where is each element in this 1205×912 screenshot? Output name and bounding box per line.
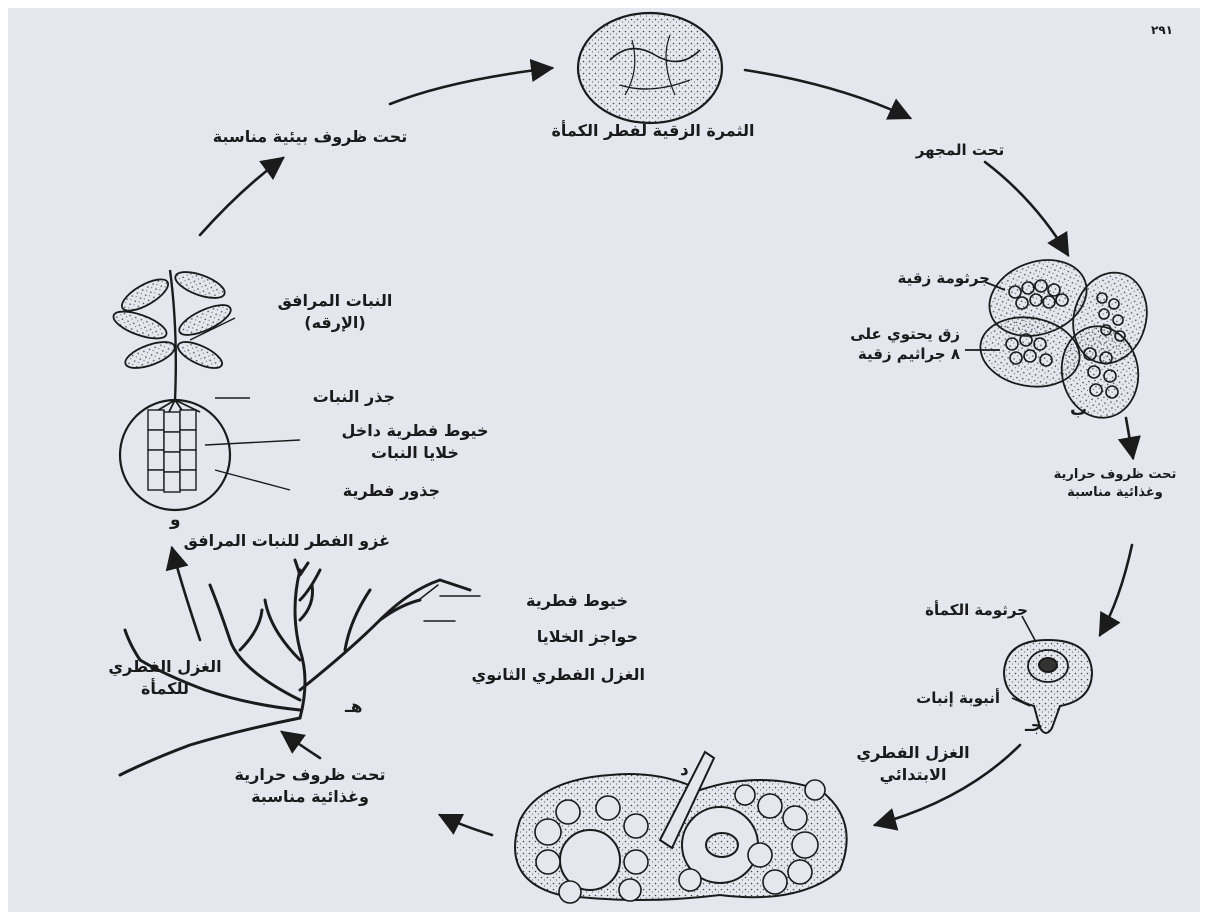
page-number: ٢٩١ <box>1151 22 1173 38</box>
label-secondary-mycelium: الغزل الفطري الثانوي <box>405 664 645 686</box>
stage-letter-j: جـ <box>1025 716 1043 736</box>
label-host-plant-line2: (الإرقه) <box>255 312 415 334</box>
label-truffle-spore: جرثومة الكمأة <box>900 600 1028 620</box>
label-hyphae-in-cells-line1: خيوط فطرية داخل <box>300 420 530 442</box>
germinating-spore-drawing <box>1004 616 1092 733</box>
label-thermal-nutrition-2: تحت ظروف حرارية وغذائية مناسبة <box>220 764 400 807</box>
label-under-microscope: تحت المجهر <box>905 140 1015 160</box>
arrow-asci-to-conditions <box>1126 418 1133 458</box>
arrow-conditions-to-spore <box>1100 545 1132 635</box>
arrow-ascocarp-to-microscope <box>745 70 910 118</box>
label-germ-tube: أنبوبة إنبات <box>860 688 1000 708</box>
label-invasion: غزو الفطر للنبات المرافق <box>70 530 390 552</box>
arrow-mycelium-to-invasion <box>172 548 200 640</box>
label-truffle-mycelium-line2: للكمأة <box>100 678 230 700</box>
label-ascospore: جرثومة زقية <box>880 268 990 288</box>
arrow-conditions2-to-mycelium <box>282 732 320 758</box>
label-thermal-nutrition-2-line2: وغذائية مناسبة <box>220 786 400 808</box>
stage-letter-w: و <box>170 510 181 530</box>
ascocarp-drawing <box>578 13 722 123</box>
arrow-plant-to-env <box>200 158 283 235</box>
label-thermal-nutrition-2-line1: تحت ظروف حرارية <box>220 764 400 786</box>
label-truffle-mycelium-line1: الغزل الفطري <box>100 656 230 678</box>
label-hyphae: خيوط فطرية <box>478 590 628 612</box>
arrow-primary-to-conditions2 <box>440 815 492 835</box>
label-plant-root: جذر النبات <box>250 386 395 408</box>
stage-letter-d: د <box>680 760 689 780</box>
label-host-plant: النبات المرافق (الإرقه) <box>255 290 415 333</box>
label-thermal-nutrition: تحت ظروف حرارية وغذائية مناسبة <box>1040 466 1190 501</box>
label-ascocarp: الثمرة الزقية لفطر الكمأة <box>548 120 758 142</box>
arrow-microscope-to-asci <box>985 162 1068 255</box>
label-ascus-line2: ٨ جراثيم زقية <box>820 344 960 364</box>
label-hyphae-in-cells: خيوط فطرية داخل خلايا النبات <box>300 420 530 463</box>
label-primary-mycelium-line1: الغزل الفطري <box>838 742 988 764</box>
asci-drawing <box>965 247 1157 424</box>
label-thermal-nutrition-line2: وغذائية مناسبة <box>1040 484 1190 502</box>
label-primary-mycelium: الغزل الفطري الابتدائي <box>838 742 988 785</box>
label-host-plant-line1: النبات المرافق <box>255 290 415 312</box>
label-suitable-env: تحت ظروف بيئية مناسبة <box>190 126 430 148</box>
stage-letter-b: ب <box>1070 400 1087 420</box>
label-truffle-mycelium: الغزل الفطري للكمأة <box>100 656 230 699</box>
label-thermal-nutrition-line1: تحت ظروف حرارية <box>1040 466 1190 484</box>
label-ascus-line1: زق يحتوي على <box>820 324 960 344</box>
label-cell-septa: حواجز الخلايا <box>468 626 638 648</box>
arrow-env-to-ascocarp <box>390 68 552 104</box>
stage-letter-h: هـ <box>345 697 363 717</box>
label-primary-mycelium-line2: الابتدائي <box>838 764 988 786</box>
label-hyphae-in-cells-line2: خلايا النبات <box>300 442 530 464</box>
label-fungal-roots: جذور فطرية <box>290 480 440 502</box>
label-ascus: زق يحتوي على ٨ جراثيم زقية <box>820 324 960 365</box>
